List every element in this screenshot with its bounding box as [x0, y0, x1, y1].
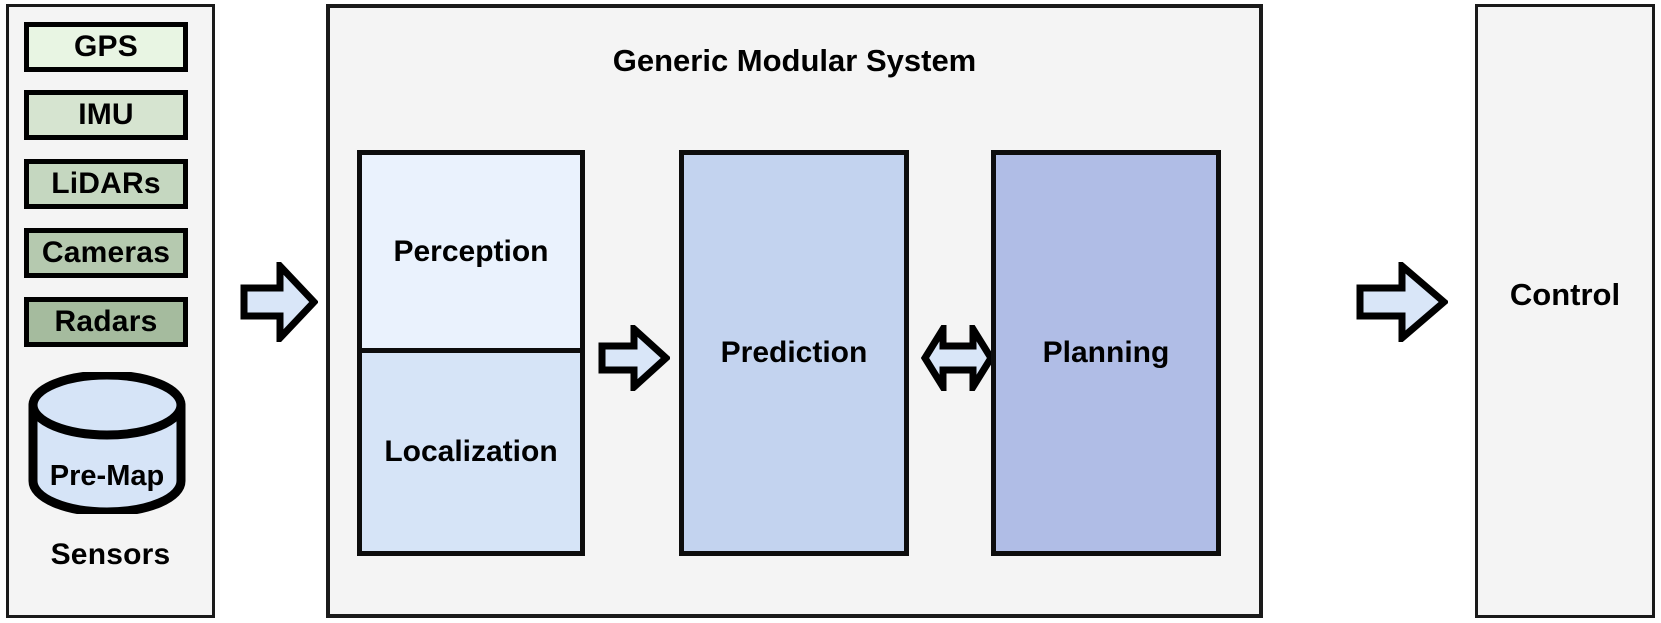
sensor-label: Cameras — [41, 236, 171, 269]
sensor-chip-radars[interactable]: Radars — [24, 297, 188, 347]
generic-modular-system-title: Generic Modular System — [612, 43, 977, 78]
arrow-prediction-planning-bidirectional-icon — [921, 325, 995, 391]
sensor-label: Radars — [54, 305, 158, 338]
sensor-chip-cameras[interactable]: Cameras — [24, 228, 188, 278]
arrow-perception-to-prediction-icon — [598, 325, 670, 391]
sensor-label: GPS — [74, 30, 138, 63]
sensor-chip-imu[interactable]: IMU — [24, 90, 188, 140]
premap-database-cylinder[interactable]: Pre-Map — [28, 372, 186, 514]
sensor-chip-lidars[interactable]: LiDARs — [24, 159, 188, 209]
localization-cell[interactable]: Localization — [362, 353, 580, 551]
prediction-label: Prediction — [720, 336, 868, 369]
control-panel — [1475, 4, 1655, 618]
perception-cell[interactable]: Perception — [362, 155, 580, 353]
planning-label: Planning — [1042, 336, 1170, 369]
arrow-system-to-control-icon — [1356, 262, 1448, 342]
perception-localization-box: Perception Localization — [357, 150, 585, 556]
sensor-label: IMU — [78, 98, 134, 131]
arrow-sensors-to-system-icon — [240, 262, 318, 342]
planning-box[interactable]: Planning — [991, 150, 1221, 556]
perception-label: Perception — [393, 234, 549, 268]
prediction-box[interactable]: Prediction — [679, 150, 909, 556]
sensor-chip-gps[interactable]: GPS — [24, 22, 188, 72]
localization-label: Localization — [384, 435, 558, 468]
sensors-panel-caption: Sensors — [50, 538, 171, 571]
control-panel-label: Control — [1509, 277, 1621, 312]
sensor-label: LiDARs — [51, 167, 161, 200]
